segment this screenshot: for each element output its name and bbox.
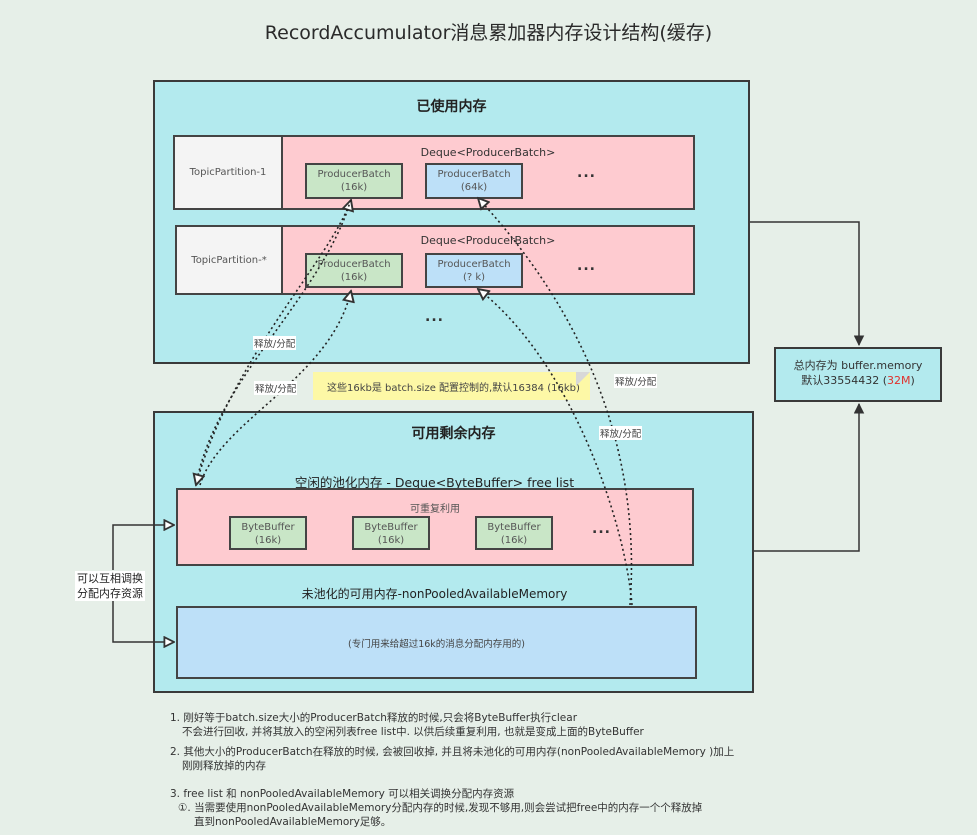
producer-batch-unknown: ProducerBatch (? k)	[425, 253, 523, 288]
topic-partition-star: TopicPartition-*	[175, 225, 283, 295]
highlight-32m: 32M	[886, 374, 911, 387]
batch-size: (16k)	[340, 182, 368, 193]
more-partitions-ellipsis: ...	[425, 309, 444, 325]
batch-size: (64k)	[460, 182, 488, 193]
note-line: 1. 刚好等于batch.size大小的ProducerBatch释放的时候,只…	[170, 712, 578, 724]
buffer-label: ByteBuffer	[241, 522, 295, 533]
release-alloc-label: 释放/分配	[599, 426, 643, 440]
byte-buffer-3: ByteBuffer (16k)	[475, 516, 553, 550]
swap-label-line2: 分配内存资源	[77, 587, 143, 600]
release-alloc-label: 释放/分配	[614, 374, 658, 388]
close-paren: )	[910, 374, 915, 387]
used-memory-panel: 已使用内存	[153, 80, 750, 364]
non-pooled-description: (专门用来给超过16k的消息分配内存用的)	[347, 638, 525, 650]
batch-label: ProducerBatch	[437, 169, 511, 180]
release-alloc-label: 释放/分配	[254, 381, 298, 395]
more-batches-ellipsis: ...	[577, 165, 596, 181]
batch-size-note: 这些16kb是 batch.size 配置控制的,默认16384 (16kb)	[313, 372, 590, 400]
non-pooled-title: 未池化的可用内存-nonPooledAvailableMemory	[301, 587, 568, 601]
used-memory-title: 已使用内存	[416, 99, 487, 115]
default-value-text: 默认33554432 (	[801, 374, 887, 387]
note-line: 3. free list 和 nonPooledAvailableMemory …	[170, 788, 515, 800]
total-memory-box: 总内存为 buffer.memory 默认33554432 (32M)	[774, 347, 942, 402]
more-buffers-ellipsis: ...	[592, 521, 611, 537]
buffer-label: ByteBuffer	[364, 522, 418, 533]
available-memory-title: 可用剩余内存	[411, 426, 496, 442]
explanation-notes: 1. 刚好等于batch.size大小的ProducerBatch释放的时候,只…	[170, 711, 770, 835]
swap-resources-label: 可以互相调换 分配内存资源	[75, 571, 145, 601]
producer-batch-16k: ProducerBatch (16k)	[305, 163, 403, 199]
more-batches-ellipsis: ...	[577, 258, 596, 274]
total-memory-line2: 默认33554432 (32M)	[776, 373, 940, 388]
note-item-2: 2. 其他大小的ProducerBatch在释放的时候, 会被回收掉, 并且将未…	[170, 745, 770, 773]
note-line: 不会进行回收, 并将其放入的空闲列表free list中. 以供后续重复利用, …	[182, 726, 644, 738]
note-item-3: 3. free list 和 nonPooledAvailableMemory …	[170, 787, 770, 829]
deque-label: Deque<ProducerBatch>	[420, 234, 556, 247]
topic-partition-1: TopicPartition-1	[173, 135, 283, 210]
note-fold-corner	[576, 372, 590, 386]
buffer-label: ByteBuffer	[487, 522, 541, 533]
non-pooled-memory-box: (专门用来给超过16k的消息分配内存用的)	[176, 606, 697, 679]
producer-batch-16k: ProducerBatch (16k)	[305, 253, 403, 288]
buffer-size: (16k)	[500, 535, 528, 546]
buffer-size: (16k)	[377, 535, 405, 546]
swap-label-line1: 可以互相调换	[77, 572, 143, 585]
batch-label: ProducerBatch	[437, 259, 511, 270]
reusable-label: 可重复利用	[410, 504, 460, 515]
deque-label: Deque<ProducerBatch>	[420, 146, 556, 159]
byte-buffer-1: ByteBuffer (16k)	[229, 516, 307, 550]
buffer-size: (16k)	[254, 535, 282, 546]
note-item-1: 1. 刚好等于batch.size大小的ProducerBatch释放的时候,只…	[170, 711, 770, 739]
batch-size: (16k)	[340, 272, 368, 283]
batch-label: ProducerBatch	[317, 169, 391, 180]
note-line: 2. 其他大小的ProducerBatch在释放的时候, 会被回收掉, 并且将未…	[170, 746, 735, 758]
producer-batch-64k: ProducerBatch (64k)	[425, 163, 523, 199]
diagram-title: RecordAccumulator消息累加器内存设计结构(缓存)	[264, 22, 713, 44]
batch-label: ProducerBatch	[317, 259, 391, 270]
note-text: 这些16kb是 batch.size 配置控制的,默认16384 (16kb)	[327, 382, 580, 394]
note-line: 刚刚释放掉的内存	[182, 760, 266, 772]
used-to-total-line	[750, 221, 865, 347]
note-subline: ①. 当需要使用nonPooledAvailableMemory分配内存的时候,…	[178, 802, 703, 814]
byte-buffer-2: ByteBuffer (16k)	[352, 516, 430, 550]
batch-size: (? k)	[462, 272, 486, 283]
total-memory-line1: 总内存为 buffer.memory	[793, 359, 923, 372]
note-subline: 直到nonPooledAvailableMemory足够。	[194, 816, 392, 828]
available-to-total-line	[754, 402, 865, 552]
release-alloc-label: 释放/分配	[253, 336, 297, 350]
